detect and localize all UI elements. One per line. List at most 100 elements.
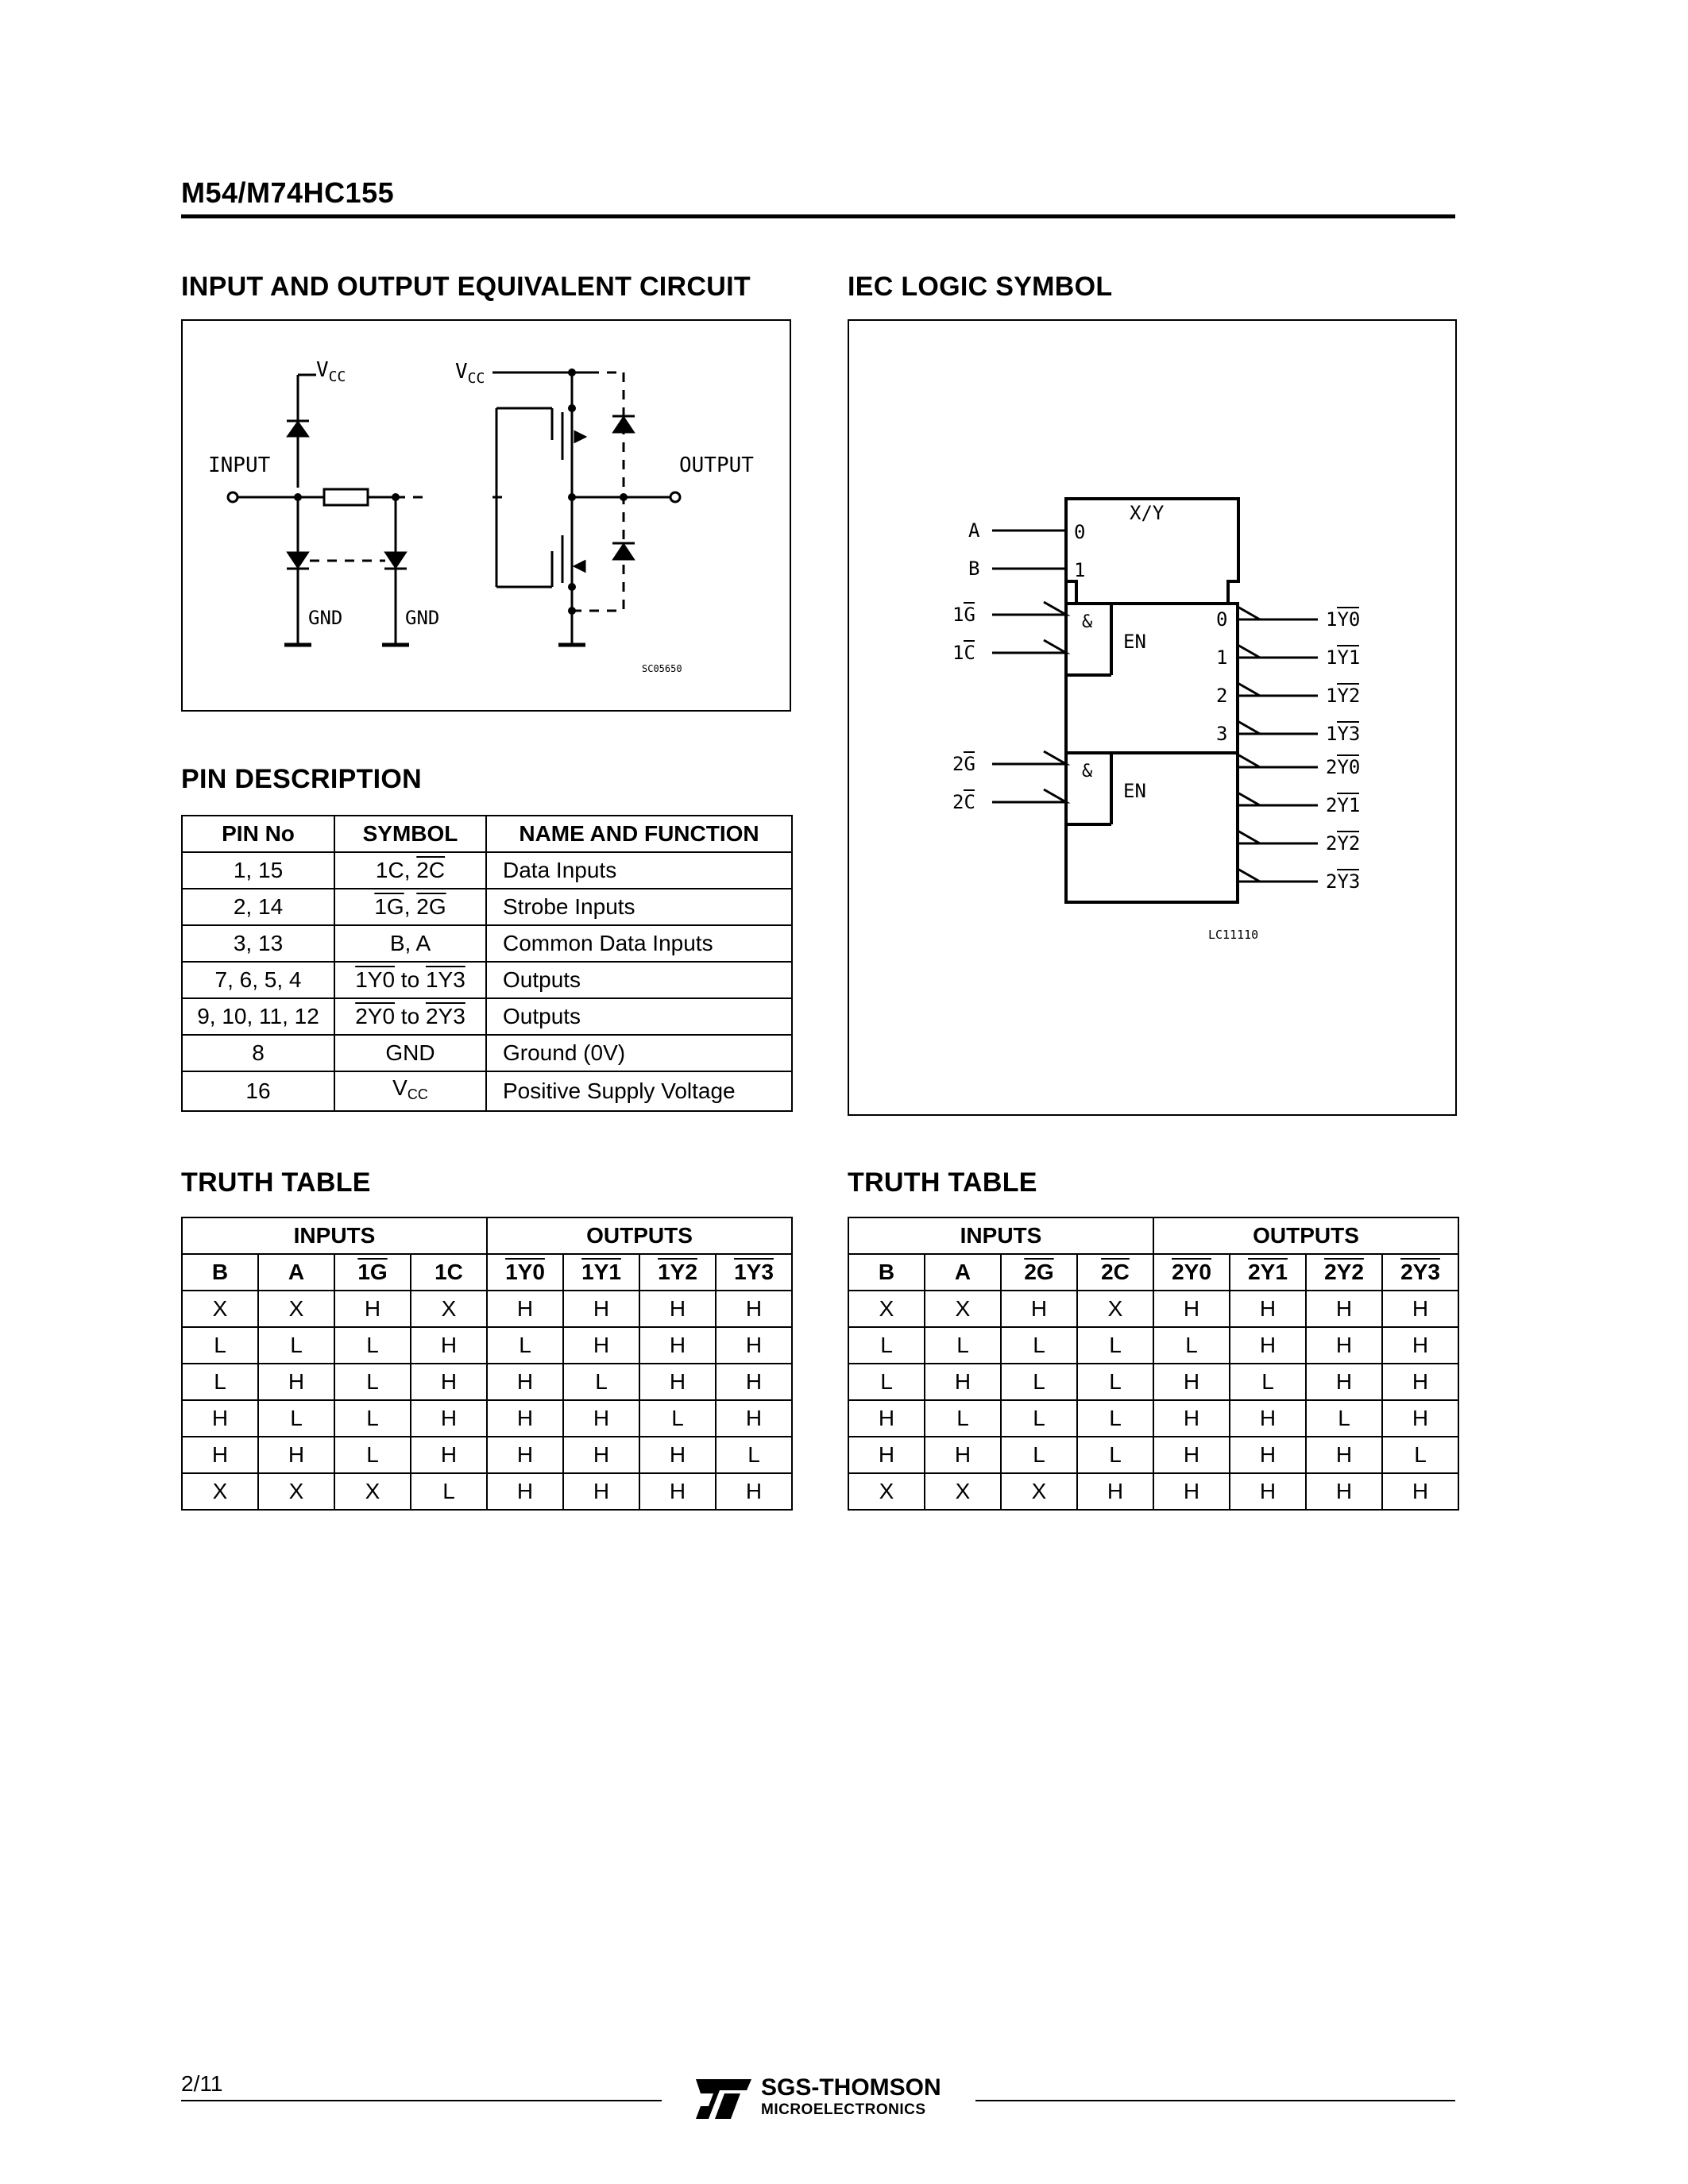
truth-cell: H [562,1399,640,1437]
pin-symbol: GND [334,1034,487,1072]
truth-cell: L [1000,1326,1078,1364]
truth-cell: H [181,1399,259,1437]
truth-table-2: INPUTS OUTPUTS B A 2G 2C 2Y0 2Y1 2Y2 2Y3… [848,1217,1460,1511]
col-1y3: 1Y3 [714,1253,794,1291]
truth-cell: L [848,1363,925,1401]
truth-cell: H [639,1436,717,1474]
truth-cell: L [1000,1436,1078,1474]
truth-cell: H [410,1326,488,1364]
pin-number: 8 [181,1034,335,1072]
truth-table-1-title: TRUTH TABLE [181,1167,371,1198]
truth-cell: H [1076,1472,1154,1511]
truth-cell: H [1305,1436,1383,1474]
truth-cell: L [924,1399,1002,1437]
col-1c: 1C [410,1253,488,1291]
truth-cell: H [486,1290,564,1328]
xy-label: X/Y [1130,502,1165,524]
truth-table-group-header: INPUTS OUTPUTS [848,1217,1460,1255]
truth-cell: H [714,1363,794,1401]
truth-cell: X [1000,1472,1078,1511]
out-num-1: 1 [1216,646,1227,669]
gnd-label-1: GND [308,607,342,629]
truth-table-2-title: TRUTH TABLE [848,1167,1037,1198]
pin-symbol: 1C, 2C [334,851,487,889]
brand-subtitle: MICROELECTRONICS [761,2101,926,2118]
truth-cell: X [257,1472,335,1511]
truth-cell: L [334,1436,411,1474]
truth-cell: H [848,1399,925,1437]
equivalent-circuit-frame: VCC VCC INPUT OUTPUT GND GND SC05650 [181,319,791,712]
footer-rule-right [975,2100,1455,2101]
pin-number: 3, 13 [181,924,335,963]
truth-cell: L [181,1326,259,1364]
pin-number: 9, 10, 11, 12 [181,997,335,1036]
out-num-0: 0 [1216,608,1227,631]
truth-cell: L [1076,1436,1154,1474]
truth-table-1: INPUTS OUTPUTS B A 1G 1C 1Y0 1Y1 1Y2 1Y3… [181,1217,794,1511]
truth-cell: H [257,1363,335,1401]
truth-cell: X [924,1472,1002,1511]
truth-cell: H [334,1290,411,1328]
truth-cell: H [562,1290,640,1328]
truth-cell: H [181,1436,259,1474]
header-symbol: SYMBOL [334,815,487,853]
truth-cell: X [181,1472,259,1511]
col-1y1: 1Y1 [562,1253,640,1291]
truth-cell: H [1153,1290,1230,1328]
col-2c: 2C [1076,1253,1154,1291]
group-outputs: OUTPUTS [485,1217,794,1255]
truth-cell: X [848,1290,925,1328]
table-row: 2, 14 1G, 2G Strobe Inputs [181,888,793,926]
truth-cell: L [410,1472,488,1511]
out-2y2: 2Y2 [1326,832,1360,855]
col-1y0: 1Y0 [486,1253,564,1291]
out-2y1: 2Y1 [1326,794,1360,816]
footer-rule-left [181,2100,662,2101]
truth-cell: H [257,1436,335,1474]
truth-cell: H [486,1399,564,1437]
pin-symbol: 2Y0 to 2Y3 [334,997,487,1036]
truth-cell: H [924,1363,1002,1401]
header-rule [181,214,1455,218]
col-2y1: 2Y1 [1229,1253,1307,1291]
truth-cell: L [924,1326,1002,1364]
truth-cell: X [924,1290,1002,1328]
vcc-right-label: VCC [455,360,485,387]
truth-cell: L [334,1363,411,1401]
truth-cell: L [486,1326,564,1364]
col-b: B [181,1253,259,1291]
iec-symbol-frame: X/Y 0 1 A B 1G 1C 2G 2C & EN & EN 0 1 2 … [848,319,1457,1116]
truth-cell: H [848,1436,925,1474]
truth-cell: H [1229,1399,1307,1437]
truth-cell: L [1305,1399,1383,1437]
out-1y0: 1Y0 [1326,608,1360,631]
truth-cell: H [1153,1399,1230,1437]
col-2y2: 2Y2 [1305,1253,1383,1291]
truth-cell: L [1076,1399,1154,1437]
iec-logic-symbol-diagram: X/Y 0 1 A B 1G 1C 2G 2C & EN & EN 0 1 2 … [952,497,1360,942]
pin-symbol: VCC [334,1071,487,1112]
truth-cell: H [1381,1363,1460,1401]
pin-number: 16 [181,1071,335,1112]
pin-table-header: PIN No SYMBOL NAME AND FUNCTION [181,815,793,853]
output-label: OUTPUT [679,453,754,477]
out-2y0: 2Y0 [1326,756,1360,778]
truth-cell: L [714,1436,794,1474]
col-a: A [924,1253,1002,1291]
truth-cell: L [1000,1363,1078,1401]
pin-number: 7, 6, 5, 4 [181,961,335,999]
truth-cell: L [1153,1326,1230,1364]
col-2g: 2G [1000,1253,1078,1291]
header-pin-no: PIN No [181,815,335,853]
truth-cell: H [486,1363,564,1401]
truth-cell: H [562,1436,640,1474]
truth-cell: L [334,1326,411,1364]
truth-cell: L [181,1363,259,1401]
